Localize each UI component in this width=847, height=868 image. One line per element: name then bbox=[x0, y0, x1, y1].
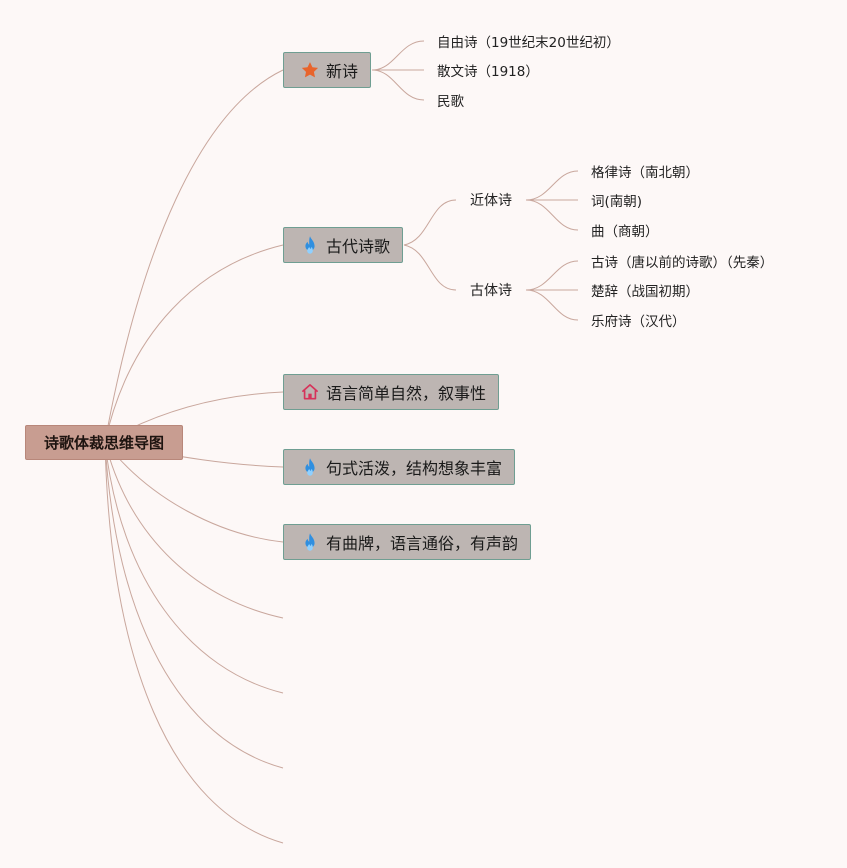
branch-node-xinshi[interactable]: 新诗 bbox=[283, 52, 372, 88]
link-root-xinshi bbox=[104, 69, 284, 443]
leaf-label: 自由诗（19世纪末20世纪初） bbox=[437, 35, 620, 51]
link-jinti-qu bbox=[525, 199, 579, 231]
link-root-empty-1 bbox=[104, 441, 284, 619]
link-guti-gushi bbox=[525, 260, 579, 291]
leaf-node[interactable]: 格律诗（南北朝） bbox=[591, 160, 699, 182]
branch-label: 有曲牌，语言通俗，有声韵 bbox=[326, 534, 519, 553]
fire-icon bbox=[300, 457, 320, 477]
link-root-empty-2 bbox=[104, 441, 284, 694]
leaf-node[interactable]: 词(南朝) bbox=[591, 189, 642, 211]
leaf-label: 楚辞（战国初期） bbox=[591, 284, 699, 300]
sub-label: 古体诗 bbox=[470, 283, 512, 299]
branch-label: 新诗 bbox=[326, 62, 359, 81]
sub-node-guti[interactable]: 古体诗 bbox=[470, 278, 512, 302]
branch-label: 句式活泼，结构想象丰富 bbox=[326, 459, 503, 478]
sub-node-jinti[interactable]: 近体诗 bbox=[470, 188, 512, 212]
leaf-node[interactable]: 曲（商朝） bbox=[591, 219, 659, 241]
link-gudai-jinti bbox=[403, 199, 457, 246]
fire-icon bbox=[300, 532, 320, 552]
leaf-node[interactable]: 民歌 bbox=[437, 89, 464, 111]
link-root-empty-3 bbox=[104, 441, 284, 769]
link-guti-yuefu bbox=[525, 289, 579, 321]
leaf-node[interactable]: 自由诗（19世纪末20世纪初） bbox=[437, 30, 620, 52]
leaf-label: 散文诗（1918） bbox=[437, 64, 539, 80]
branch-node-yuyan[interactable]: 语言简单自然，叙事性 bbox=[283, 374, 500, 410]
link-root-empty-4 bbox=[104, 441, 284, 844]
link-gudai-guti bbox=[403, 244, 457, 291]
leaf-label: 曲（商朝） bbox=[591, 224, 659, 240]
link-xinshi-ziyou bbox=[371, 40, 425, 71]
fire-icon bbox=[300, 235, 320, 255]
leaf-label: 乐府诗（汉代） bbox=[591, 314, 686, 330]
leaf-node[interactable]: 古诗（唐以前的诗歌）（先秦） bbox=[591, 250, 773, 272]
leaf-label: 民歌 bbox=[437, 94, 464, 110]
branch-label: 语言简单自然，叙事性 bbox=[326, 384, 487, 403]
link-xinshi-mingе bbox=[371, 69, 425, 101]
branch-label: 古代诗歌 bbox=[326, 237, 391, 256]
sub-label: 近体诗 bbox=[470, 193, 512, 209]
leaf-label: 格律诗（南北朝） bbox=[591, 165, 699, 181]
star-icon bbox=[300, 60, 320, 80]
home-icon bbox=[300, 382, 320, 402]
link-jinti-gelv bbox=[525, 170, 579, 201]
link-root-qupai bbox=[104, 441, 284, 543]
leaf-label: 词(南朝) bbox=[591, 194, 643, 210]
link-root-gudai bbox=[104, 244, 284, 443]
root-node[interactable]: 诗歌体裁思维导图 bbox=[25, 425, 183, 460]
leaf-node[interactable]: 散文诗（1918） bbox=[437, 59, 539, 81]
branch-node-jushi[interactable]: 句式活泼，结构想象丰富 bbox=[283, 449, 516, 485]
leaf-node[interactable]: 乐府诗（汉代） bbox=[591, 309, 686, 331]
branch-node-qupai[interactable]: 有曲牌，语言通俗，有声韵 bbox=[283, 524, 532, 560]
leaf-node[interactable]: 楚辞（战国初期） bbox=[591, 279, 699, 301]
leaf-label: 古诗（唐以前的诗歌）（先秦） bbox=[591, 255, 774, 271]
branch-node-gudai[interactable]: 古代诗歌 bbox=[283, 227, 404, 263]
